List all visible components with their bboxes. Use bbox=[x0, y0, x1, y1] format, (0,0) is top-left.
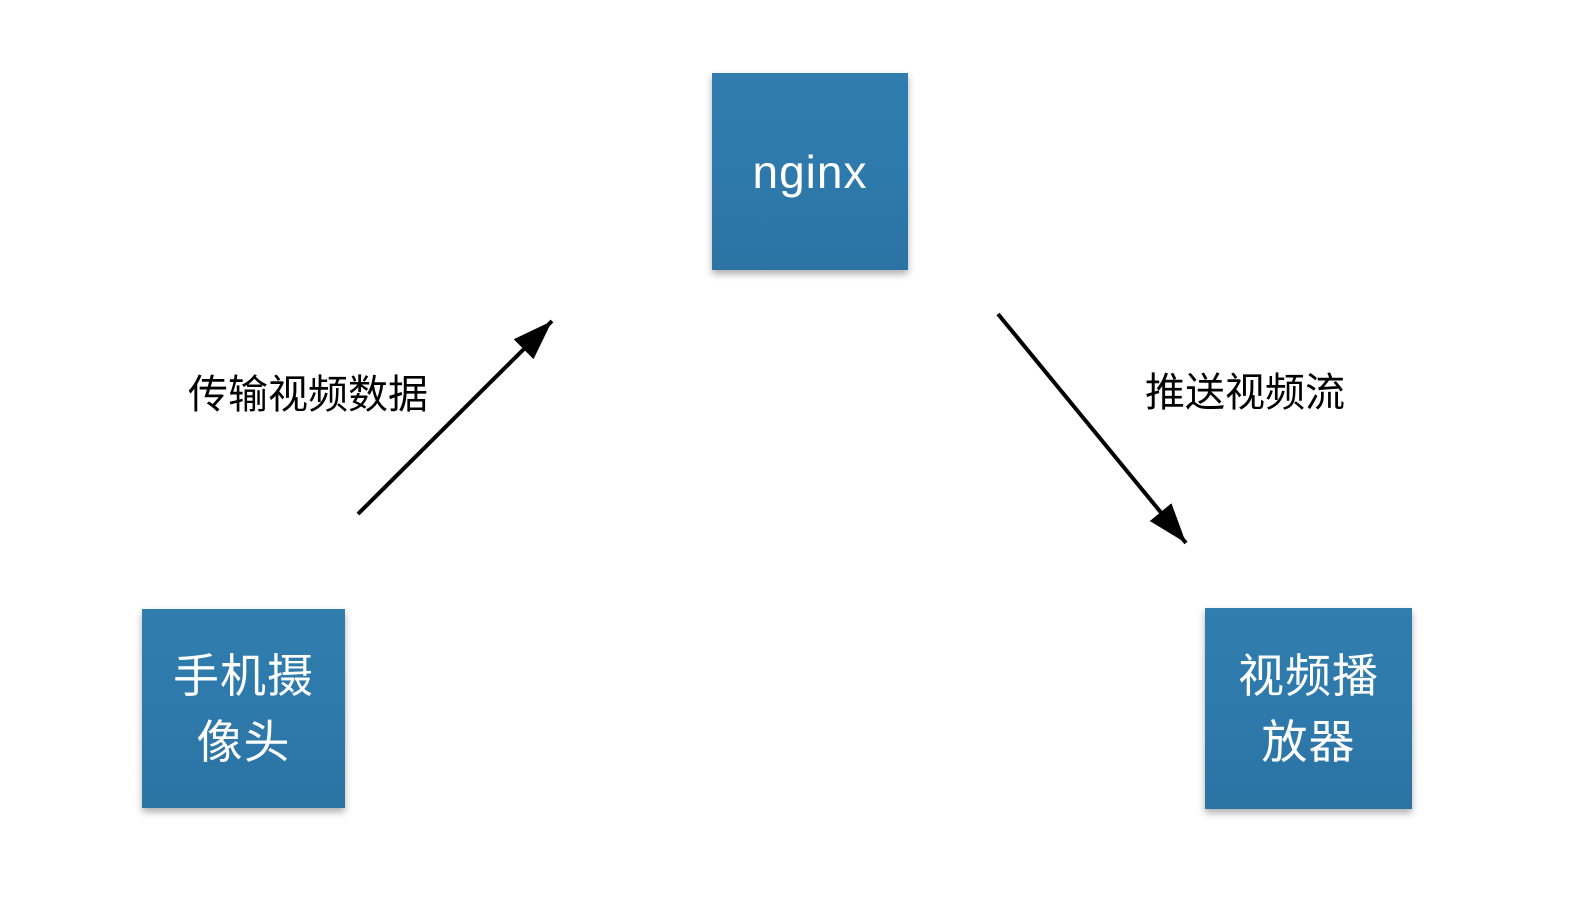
edge-label-transmit-video-data: 传输视频数据 bbox=[188, 373, 428, 417]
node-phone-camera-label-line1: 手机摄 bbox=[173, 649, 314, 702]
node-phone-camera: 手机摄 像头 bbox=[142, 609, 345, 808]
node-nginx-label: nginx bbox=[752, 145, 868, 198]
node-phone-camera-label-line2: 像头 bbox=[196, 715, 291, 768]
node-nginx: nginx bbox=[712, 73, 908, 270]
node-video-player: 视频播 放器 bbox=[1205, 608, 1412, 809]
arrow-nginx-to-player bbox=[996, 312, 1188, 545]
node-video-player-label-line1: 视频播 bbox=[1238, 649, 1379, 702]
node-video-player-label-line2: 放器 bbox=[1261, 715, 1356, 768]
edge-label-push-video-stream: 推送视频流 bbox=[1145, 371, 1345, 415]
